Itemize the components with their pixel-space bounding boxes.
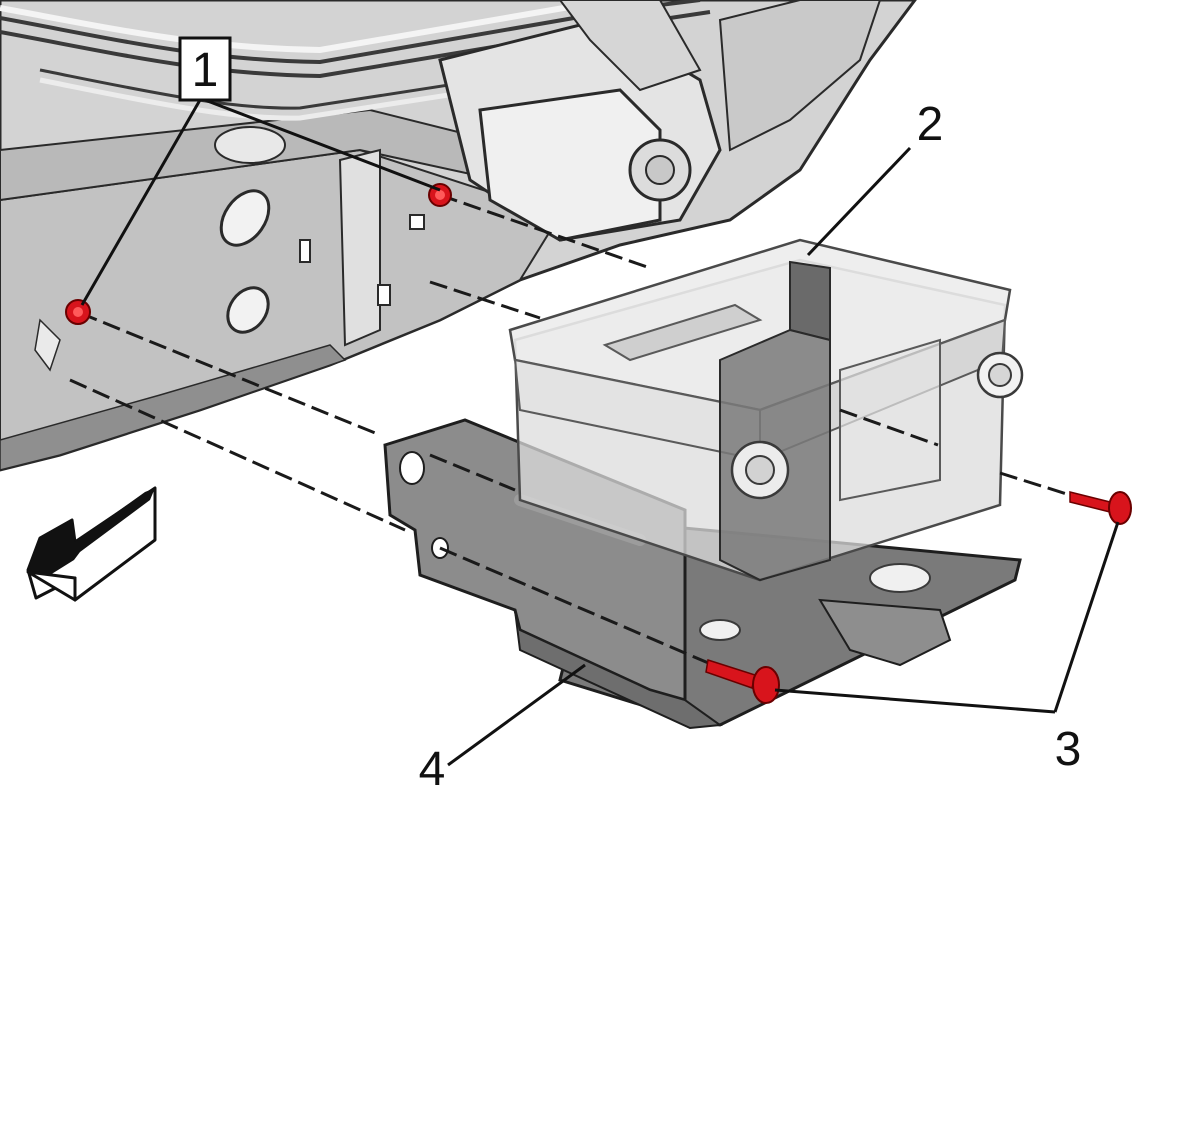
battery [508,238,1024,641]
leader-line-3b [774,688,1056,714]
callout-1: 1 [178,36,232,102]
alignment-line [429,280,541,320]
leader-line-1b [80,99,202,306]
callout-4-label: 4 [419,743,446,796]
alignment-lines [69,193,1071,670]
callout-1-label: 1 [192,44,219,97]
alignment-line [69,378,406,532]
alignment-line [439,546,721,670]
leader-line-1a [204,98,441,192]
vehicle-frame [0,0,917,472]
front-direction-arrow-icon [26,486,157,602]
alignment-line [429,453,516,492]
leader-line-3a [1053,521,1120,713]
bolt-right [1069,491,1132,525]
alignment-line [439,193,651,270]
alignment-line [79,311,381,437]
bolt-lower [705,659,780,704]
nut-lower [65,299,91,325]
leader-line-2 [806,146,912,257]
nut-upper [428,183,452,207]
leader-lines [80,98,1120,767]
alignment-line [839,408,939,447]
alignment-line [999,471,1071,497]
callout-1-box [178,36,232,102]
fasteners [65,183,1132,704]
callout-2-label: 2 [917,98,944,151]
callout-3-label: 3 [1055,723,1082,776]
leader-line-4 [447,663,586,767]
